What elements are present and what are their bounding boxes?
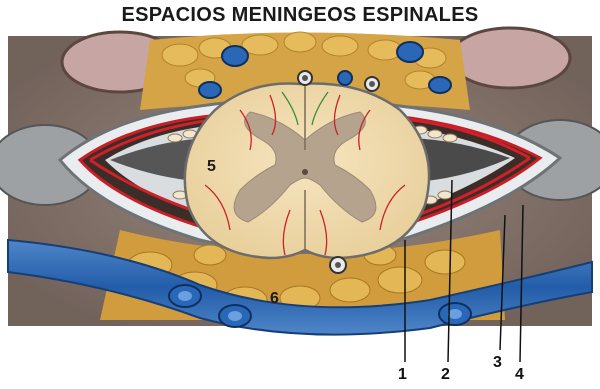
label-1: 1 (398, 366, 407, 384)
label-5: 5 (207, 158, 216, 176)
label-4: 4 (515, 366, 524, 384)
label-6: 6 (270, 290, 279, 308)
label-3: 3 (493, 354, 502, 372)
label-2: 2 (441, 366, 450, 384)
